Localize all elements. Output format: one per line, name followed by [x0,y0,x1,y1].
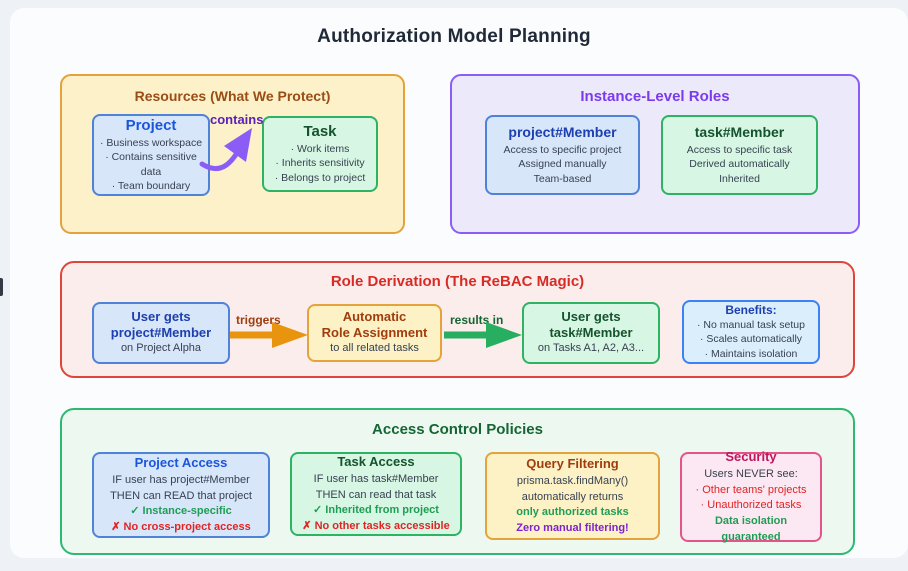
node-benefits-line: · Scales automatically [699,333,803,346]
node-title: Project Access [134,454,228,470]
node-project-title: Project [125,116,177,134]
node-task: Task · Work items · Inherits sensitivity… [262,116,378,192]
node-user-gets-task-member: User gets task#Member on Tasks A1, A2, A… [522,302,660,364]
policy-line-negative: ✗ No cross-project access [111,520,251,533]
policy-line: prisma.task.findMany() [516,474,629,487]
node-title-line: User gets [131,308,191,324]
node-title: Task Access [337,453,415,469]
node-project-line: · Business workspace [99,136,203,149]
node-benefits-title: Benefits: [725,302,777,317]
node-query-filtering: Query Filtering prisma.task.findMany() a… [485,452,660,540]
triggers-arrow [230,322,308,348]
group-instance-roles: Instance-Level Roles project#Member Acce… [450,74,860,234]
node-task-member-line: Derived automatically [689,158,790,171]
contains-arrow [199,128,252,171]
node-task-member-line: Inherited [719,172,760,185]
node-project-line: · Team boundary [111,179,191,192]
group-resources-title: Resources (What We Protect) [134,88,331,104]
contains-arrow-label: contains [210,112,264,127]
policy-line-positive: Data isolation guaranteed [714,514,788,543]
node-project-access: Project Access IF user has project#Membe… [92,452,270,538]
policy-line: IF user has project#Member [112,473,250,486]
triggers-arrow-label: triggers [236,313,281,327]
policy-line: THEN can read that task [315,488,437,501]
node-task-title: Task [303,122,337,140]
group-role-derivation-title: Role Derivation (The ReBAC Magic) [330,273,585,290]
policy-line-highlight: Zero manual filtering! [516,521,629,534]
node-project: Project · Business workspace · Contains … [92,114,210,196]
policy-line-positive: only authorized tasks [516,506,629,519]
node-user-gets-project-member: User gets project#Member on Project Alph… [92,302,230,364]
group-role-derivation: Role Derivation (The ReBAC Magic) User g… [60,261,855,378]
policy-line: IF user has task#Member [313,472,439,485]
node-title-line: task#Member [549,325,633,341]
page-title: Authorization Model Planning [317,26,591,47]
node-project-member-line: Team-based [533,172,592,185]
node-benefits-line: · No manual task setup [697,318,805,331]
node-subtitle: to all related tasks [330,342,419,355]
node-subtitle: on Project Alpha [120,342,202,355]
policy-line-positive: ✓ Inherited from project [313,504,439,517]
group-access-policies: Access Control Policies Project Access I… [60,408,855,555]
policy-line-negative: · Unauthorized tasks [700,499,802,512]
node-project-member-line: Access to specific project [503,143,622,156]
policy-line: THEN can READ that project [110,489,252,502]
policy-line-negative: · Other teams' projects [695,483,807,496]
node-task-member-title: task#Member [694,123,785,140]
node-project-member-title: project#Member [508,123,617,140]
policy-line: automatically returns [521,490,624,503]
policy-line: Users NEVER see: [704,468,798,481]
node-task-member: task#Member Access to specific task Deri… [661,115,818,195]
results-in-arrow [444,322,522,348]
group-resources: Resources (What We Protect) Project · Bu… [60,74,405,234]
node-task-line: · Work items [290,142,350,155]
node-title: Security [725,448,777,464]
node-project-line: · Contains sensitive data [105,151,197,178]
node-task-line: · Inherits sensitivity [275,157,365,170]
policy-line-negative: ✗ No other tasks accessible [302,519,450,532]
node-benefits-line: · Maintains isolation [704,347,798,360]
node-task-access: Task Access IF user has task#Member THEN… [290,452,462,536]
node-automatic-role-assignment: Automatic Role Assignment to all related… [307,304,442,362]
policy-line-positive: ✓ Instance-specific [130,505,232,518]
group-access-policies-title: Access Control Policies [372,421,543,438]
node-project-member-line: Assigned manually [518,158,607,171]
node-security: Security Users NEVER see: · Other teams'… [680,448,822,543]
node-title: Query Filtering [526,455,619,471]
node-project-member: project#Member Access to specific projec… [485,115,640,195]
node-task-member-line: Access to specific task [686,143,793,156]
node-title-line: Role Assignment [321,325,428,341]
node-title-line: Automatic [342,308,407,324]
node-task-line: · Belongs to project [274,171,366,184]
node-title-line: User gets [561,308,621,324]
node-benefits: Benefits: · No manual task setup · Scale… [682,300,820,364]
node-subtitle: on Tasks A1, A2, A3... [537,342,645,355]
group-instance-roles-title: Instance-Level Roles [580,88,730,105]
clipped-edge-element [0,278,3,296]
node-title-line: project#Member [110,325,212,341]
